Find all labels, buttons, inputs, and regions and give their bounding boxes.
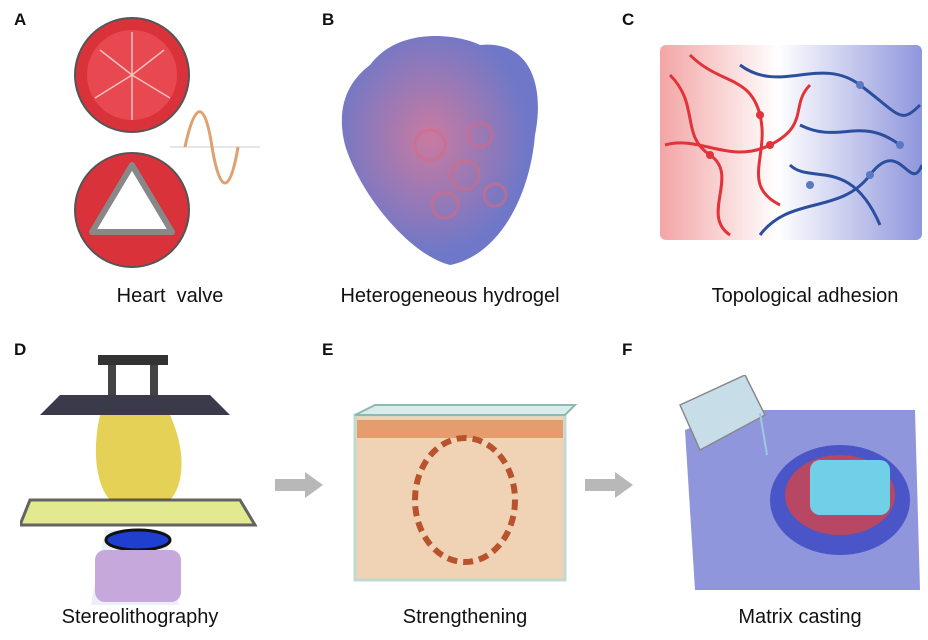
right-arrow-icon [275, 472, 323, 498]
caption-heart-valve: Heart valve [116, 285, 224, 307]
topological-adhesion-network-illustration [660, 45, 922, 240]
panel-label-f: F [622, 340, 633, 359]
right-arrow-icon [585, 472, 633, 498]
stereolithography-printer-illustration [20, 355, 258, 605]
panel-label-b: B [322, 10, 335, 29]
heterogeneous-hydrogel-heart-illustration [341, 36, 538, 265]
caption-matrix-casting: Matrix casting [738, 606, 862, 628]
caption-strengthening: Strengthening [402, 606, 528, 628]
caption-heterogeneous-hydrogel: Heterogeneous hydrogel [340, 285, 560, 307]
caption-stereolithography: Stereolithography [61, 606, 219, 628]
matrix-casting-illustration [679, 375, 920, 590]
caption-topological-adhesion: Topological adhesion [711, 285, 899, 307]
panel-label-e: E [322, 340, 334, 359]
panel-label-d: D [14, 340, 27, 359]
panel-label-a: A [14, 10, 27, 29]
heart-valve-illustration [74, 17, 260, 268]
panel-label-c: C [622, 10, 635, 29]
strengthening-bath-illustration [353, 404, 578, 582]
